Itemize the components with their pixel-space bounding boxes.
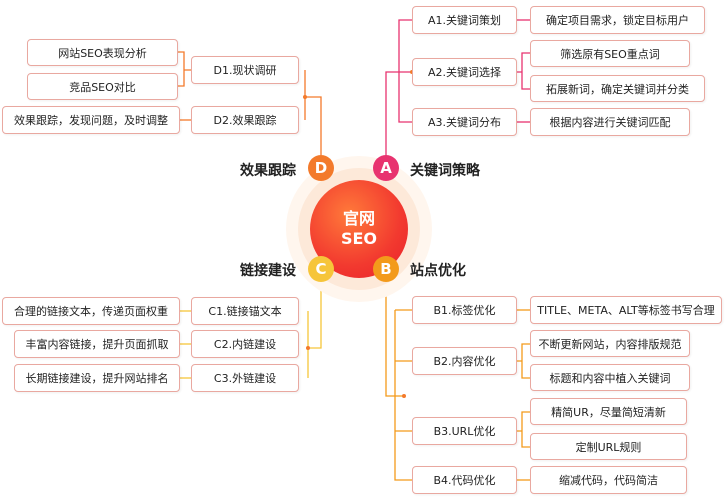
leaf-b2-1: 不断更新网站，内容排版规范 bbox=[530, 330, 690, 357]
center-title: 官网 bbox=[342, 209, 375, 228]
leaf-b4-1: 缩减代码，代码简洁 bbox=[530, 466, 687, 494]
branch-d1: D1.现状调研 bbox=[191, 56, 299, 84]
leaf-c2-1: 丰富内容链接，提升页面抓取 bbox=[14, 330, 180, 358]
leaf-d2-1: 效果跟踪，发现问题，及时调整 bbox=[2, 106, 180, 134]
leaf-a3-1: 根据内容进行关键词匹配 bbox=[530, 108, 690, 136]
branch-a2: A2.关键词选择 bbox=[412, 58, 517, 86]
leaf-b3-2: 定制URL规则 bbox=[530, 433, 687, 460]
category-b-badge: B bbox=[373, 256, 399, 282]
center-subtitle: SEO bbox=[340, 229, 378, 248]
category-d-badge: D bbox=[308, 155, 334, 181]
branch-b4: B4.代码优化 bbox=[412, 466, 517, 494]
branch-c2: C2.内链建设 bbox=[191, 330, 299, 358]
leaf-a2-1: 筛选原有SEO重点词 bbox=[530, 40, 690, 67]
branch-b1: B1.标签优化 bbox=[412, 296, 517, 324]
category-b-label: 站点优化 bbox=[410, 263, 466, 279]
branch-d2: D2.效果跟踪 bbox=[191, 106, 299, 134]
category-a-label: 关键词策略 bbox=[410, 163, 480, 179]
leaf-d1-1: 网站SEO表现分析 bbox=[27, 39, 178, 66]
leaf-b1-1: TITLE、META、ALT等标签书写合理 bbox=[530, 296, 722, 324]
leaf-d1-2: 竞品SEO对比 bbox=[27, 73, 178, 100]
leaf-c1-1: 合理的链接文本，传递页面权重 bbox=[2, 297, 180, 325]
leaf-b2-2: 标题和内容中植入关键词 bbox=[530, 364, 690, 391]
category-c-label: 链接建设 bbox=[240, 263, 296, 279]
category-d-label: 效果跟踪 bbox=[240, 163, 296, 179]
branch-b2: B2.内容优化 bbox=[412, 347, 517, 375]
branch-b3: B3.URL优化 bbox=[412, 417, 517, 445]
category-c-badge: C bbox=[308, 256, 334, 282]
leaf-a2-2: 拓展新词，确定关键词并分类 bbox=[530, 75, 705, 102]
leaf-a1-1: 确定项目需求，锁定目标用户 bbox=[530, 6, 705, 34]
leaf-c3-1: 长期链接建设，提升网站排名 bbox=[14, 364, 180, 392]
branch-c3: C3.外链建设 bbox=[191, 364, 299, 392]
category-a-badge: A bbox=[373, 155, 399, 181]
branch-a3: A3.关键词分布 bbox=[412, 108, 517, 136]
leaf-b3-1: 精简UR，尽量简短清新 bbox=[530, 398, 687, 425]
branch-a1: A1.关键词策划 bbox=[412, 6, 517, 34]
branch-c1: C1.链接锚文本 bbox=[191, 297, 299, 325]
